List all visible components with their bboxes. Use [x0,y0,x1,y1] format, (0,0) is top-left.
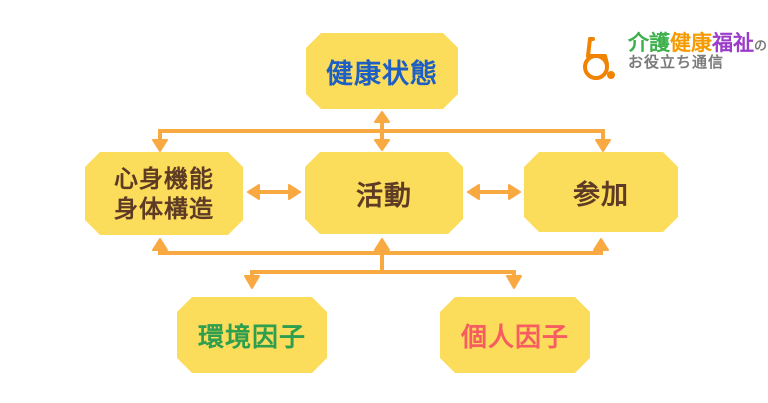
activity-participation-arrow [467,184,521,200]
wheelchair-icon [583,37,615,80]
node-health-condition: 健康状態 [306,33,458,109]
bottom-connector [152,238,609,289]
logo-text: 介護健康福祉の お役立ち通信 [628,32,767,71]
logo-title-fukushi: 福祉 [712,31,754,55]
node-health-condition-label: 健康状態 [326,58,438,90]
node-personal-factors-label: 個人因子 [460,322,569,353]
logo-subtitle: お役立ち通信 [628,53,725,72]
node-activity: 活動 [305,152,463,234]
logo-title-kenkou: 健康 [670,31,712,55]
logo-title-kaigo: 介護 [628,31,670,55]
site-logo: 介護健康福祉の お役立ち通信 [576,32,767,84]
node-body-functions-structure: 心身機能 身体構造 [85,152,243,235]
node-personal-factors: 個人因子 [440,297,590,373]
node-environmental-factors: 環境因子 [177,297,327,373]
node-environmental-factors-label: 環境因子 [197,322,306,353]
node-body-functions-line1: 心身機能 [114,164,214,193]
node-participation: 参加 [524,152,678,232]
node-activity-label: 活動 [356,180,412,212]
logo-title-no: の [754,39,768,54]
logo-title: 介護健康福祉の [628,32,767,54]
node-body-structure-line2: 身体構造 [114,194,214,223]
body-activity-arrow [247,184,301,200]
top-connector [152,111,611,152]
node-participation-label: 参加 [573,179,629,211]
